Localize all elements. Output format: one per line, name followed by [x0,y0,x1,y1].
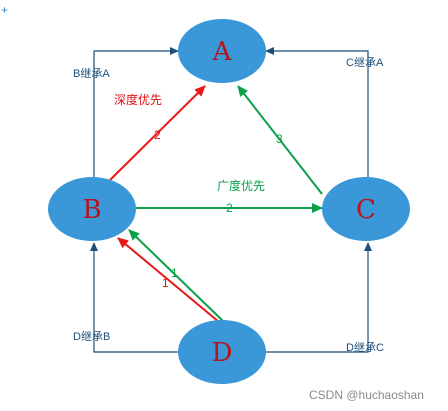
depth-first-arrow-d-to-b [117,237,220,323]
corner-mark: + [1,3,8,17]
edge-c-inherits-a [265,47,369,178]
node-c: C [322,177,410,241]
depth-first-step-d-to-b: 1 [162,276,169,290]
node-b-shape [48,177,136,241]
depth-first-arrow-b-to-a [109,85,206,181]
node-d-shape [178,320,266,384]
node-b-label: B [82,195,101,225]
node-c-label: C [356,195,376,225]
label-c-inherits-a: C继承A [346,56,384,69]
label-b-inherits-a: B继承A [73,67,110,80]
edge-d-inherits-c [266,242,372,353]
breadth-first-arrow-d-to-b [128,229,225,323]
node-c-shape [322,177,410,241]
node-a-label: A [212,37,233,67]
breadth-first-arrow-c-to-a [237,85,323,195]
node-d: D [178,320,266,384]
node-a: A [178,19,266,83]
edge-b-inherits-a [93,47,179,178]
label-d-inherits-c: D继承C [346,341,384,354]
node-d-label: D [212,338,233,368]
depth-first-label: 深度优先 [114,92,162,107]
breadth-first-step-c-to-a: 3 [276,132,283,146]
breadth-first-label: 广度优先 [217,178,265,193]
breadth-first-step-d-to-b: 1 [171,266,178,280]
depth-first-step-b-to-a: 2 [154,128,161,142]
label-d-inherits-b: D继承B [73,330,110,343]
node-a-shape [178,19,266,83]
node-b: B [48,177,136,241]
edge-d-inherits-b [90,242,178,353]
watermark: CSDN @huchaoshan [309,388,424,402]
breadth-first-step-b-to-c: 2 [226,201,233,215]
